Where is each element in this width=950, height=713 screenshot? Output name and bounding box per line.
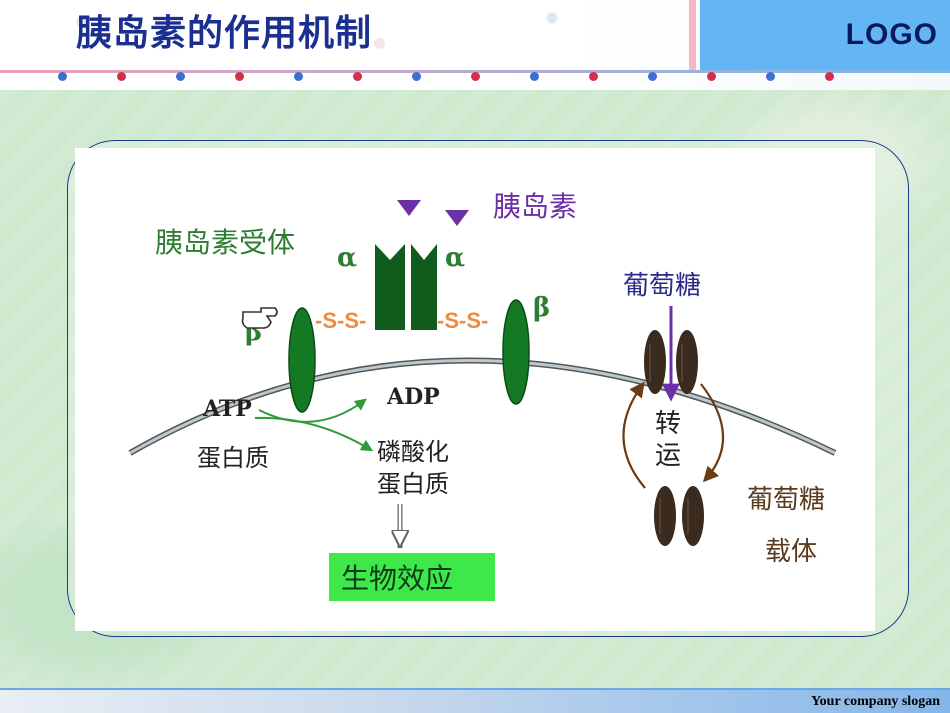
- logo-divider: [689, 0, 696, 70]
- decorative-dot: [707, 72, 716, 81]
- transport-cycle-arrow-right: [700, 383, 725, 483]
- bio-effect-box: [329, 553, 495, 601]
- footer-bar: [0, 690, 950, 713]
- glucose-carrier-membrane-right: [676, 330, 698, 394]
- decorative-dot: [294, 72, 303, 81]
- phosphorylated-protein-line1: 磷酸化: [377, 438, 449, 466]
- atp-adp-arrow: [258, 398, 367, 423]
- alpha-subunit-left: [375, 244, 405, 330]
- bio-effect-label: 生物效应: [341, 562, 453, 595]
- mechanism-diagram: 胰岛素 胰岛素受体 α α -S-S- -S-S- β β ATP ADP 蛋白…: [128, 190, 837, 601]
- header-decoration: [0, 0, 690, 72]
- insulin-molecule: [397, 200, 421, 216]
- decorative-dot: [471, 72, 480, 81]
- insulin-molecule: [445, 210, 469, 226]
- decorative-dot: [589, 72, 598, 81]
- company-slogan: Your company slogan: [811, 694, 940, 709]
- pointing-hand-icon: [241, 307, 278, 329]
- decorative-dot: [825, 72, 834, 81]
- alpha-left-label: α: [337, 243, 357, 273]
- phosphorylated-protein-line2: 蛋白质: [377, 470, 449, 498]
- header-divider-line: [0, 70, 950, 73]
- beta-subunit-left: [288, 307, 316, 413]
- decorative-dot: [176, 72, 185, 81]
- decorative-dot-row: [0, 72, 950, 84]
- insulin-mechanism-figure: 胰岛素 胰岛素受体 α α -S-S- -S-S- β β ATP ADP 蛋白…: [75, 148, 875, 631]
- adp-label: ADP: [386, 384, 440, 410]
- transport-label-line1: 转: [655, 409, 681, 439]
- glucose-carrier-label-line2: 载体: [765, 537, 817, 567]
- transport-cycle-arrow-left: [622, 381, 646, 489]
- beta-subunit-right: [502, 299, 530, 405]
- decorative-dot: [353, 72, 362, 81]
- glucose-carrier-label-line1: 葡萄糖: [747, 485, 825, 515]
- decorative-dot: [648, 72, 657, 81]
- atp-label: ATP: [202, 396, 252, 422]
- decorative-dot: [530, 72, 539, 81]
- footer-band: [0, 688, 950, 691]
- transport-label-line2: 运: [655, 441, 681, 471]
- beta-right-label: β: [533, 293, 550, 323]
- glucose-carrier-membrane-left: [644, 330, 666, 394]
- page-title: 胰岛素的作用机制: [76, 13, 373, 54]
- protein-label: 蛋白质: [197, 444, 269, 472]
- insulin-label: 胰岛素: [493, 190, 577, 223]
- decorative-dot: [235, 72, 244, 81]
- glucose-top-label: 葡萄糖: [623, 271, 701, 301]
- disulfide-bond-right: -S-S-: [437, 308, 488, 333]
- disulfide-bond-left: -S-S-: [315, 308, 366, 333]
- alpha-right-label: α: [445, 243, 465, 273]
- glucose-carrier-vesicle-right: [682, 486, 704, 546]
- decorative-dot: [58, 72, 67, 81]
- logo: LOGO: [845, 18, 938, 51]
- glucose-carrier-vesicle-left: [654, 486, 676, 546]
- alpha-subunit-right: [411, 244, 437, 330]
- phosphorylation-arrow: [254, 416, 374, 452]
- receptor-label: 胰岛素受体: [155, 226, 295, 259]
- logo-box: LOGO: [700, 0, 950, 70]
- decorative-dot: [412, 72, 421, 81]
- decorative-dot: [117, 72, 126, 81]
- decorative-dot: [766, 72, 775, 81]
- header-bar: 胰岛素的作用机制 LOGO: [0, 0, 950, 90]
